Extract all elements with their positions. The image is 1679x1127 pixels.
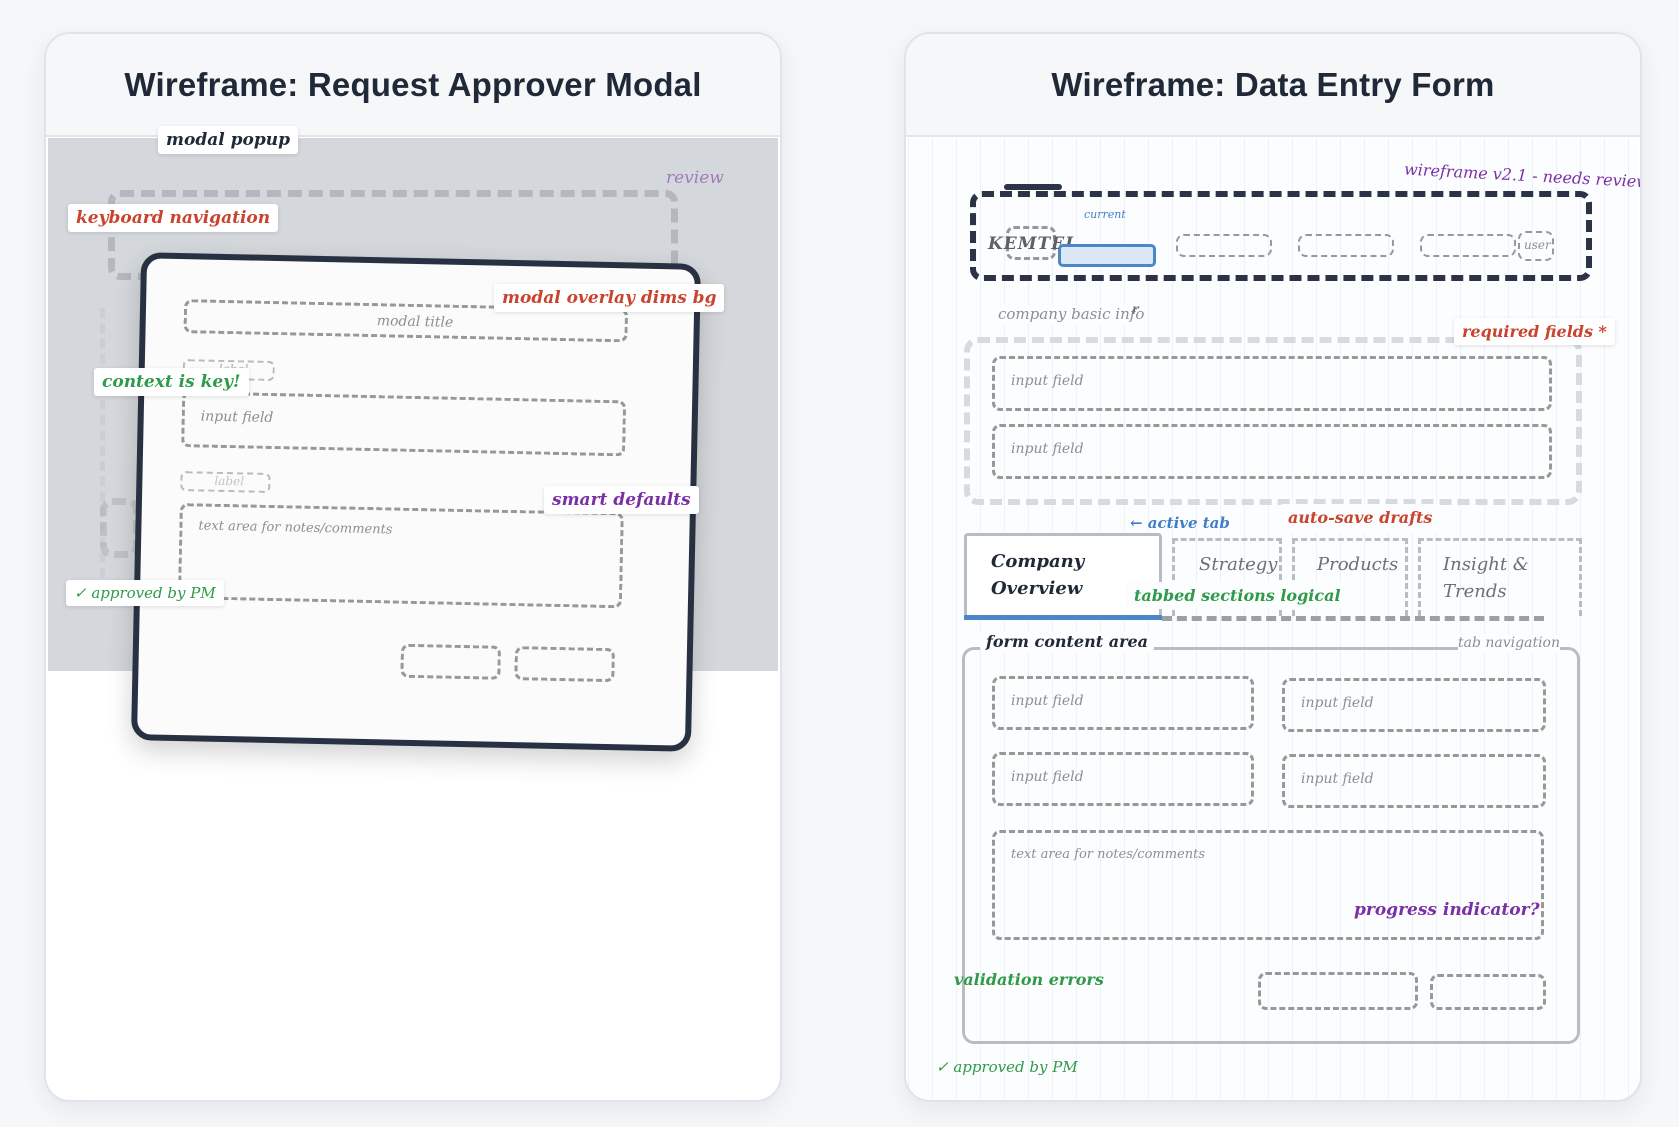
nav-item-4[interactable]: [1420, 234, 1516, 257]
basic-info-legend-suffix: r: [1132, 302, 1139, 318]
tabbed-sections-note: tabbed sections logical: [1126, 582, 1349, 609]
approved-stamp: ✓ approved by PM: [66, 580, 224, 606]
current-label: current: [1084, 208, 1126, 221]
nav-corner-mark: [1004, 184, 1062, 190]
user-label: user: [1524, 238, 1551, 252]
card-header: Wireframe: Request Approver Modal: [46, 34, 780, 137]
input-field-hint: input field: [1301, 771, 1374, 787]
input-field-hint: input field: [1011, 769, 1084, 785]
keyboard-navigation-note: keyboard navigation: [68, 204, 279, 232]
modal-overlay-note: modal overlay dims bg: [494, 284, 725, 312]
form-primary-button[interactable]: [1430, 974, 1546, 1010]
card-title: Wireframe: Data Entry Form: [1051, 65, 1495, 103]
textarea-hint: text area for notes/comments: [198, 518, 393, 538]
context-is-key-note: context is key!: [94, 368, 249, 396]
card-title: Wireframe: Request Approver Modal: [124, 65, 702, 103]
active-tab-indicator: [964, 615, 1162, 620]
modal-primary-button[interactable]: [514, 646, 615, 683]
validation-errors-note: validation errors: [954, 970, 1104, 989]
input-field-hint: input field: [200, 408, 274, 426]
modal-secondary-button[interactable]: [400, 643, 502, 680]
tab-label: Company Overview: [991, 551, 1085, 599]
nav-item-2[interactable]: [1176, 234, 1272, 257]
basic-info-input-1[interactable]: input field: [992, 356, 1552, 411]
input-field-hint: input field: [1011, 373, 1084, 389]
form-input-2[interactable]: input field: [1282, 678, 1546, 732]
tab-label: Products: [1317, 554, 1399, 575]
progress-indicator-note: progress indicator?: [1354, 900, 1540, 920]
input-field-hint: input field: [1011, 441, 1084, 457]
textarea-hint: text area for notes/comments: [1011, 847, 1206, 862]
form-textarea[interactable]: text area for notes/comments: [992, 830, 1544, 940]
form-content-legend: form content area: [980, 632, 1155, 651]
modal-title-hint: modal title: [376, 313, 454, 331]
input-field-hint: input field: [1301, 695, 1374, 711]
form-input-1[interactable]: input field: [992, 676, 1254, 730]
basic-info-section: [964, 337, 1582, 505]
basic-info-legend: company basic info: [994, 305, 1149, 323]
label-placeholder-2: label: [180, 471, 271, 493]
logo-text: KEMTEL: [988, 234, 1079, 254]
active-tab-note: ← active tab: [1130, 514, 1230, 532]
nav-item-current[interactable]: [1058, 244, 1156, 267]
input-field-hint: input field: [1011, 693, 1084, 709]
form-input-3[interactable]: input field: [992, 752, 1254, 806]
tab-strategy[interactable]: Strategy: [1172, 538, 1282, 616]
required-fields-note: required fields *: [1454, 318, 1615, 345]
form-content-area: [962, 647, 1580, 1044]
review-note: review: [666, 168, 724, 188]
tab-label: Strategy: [1199, 554, 1278, 575]
basic-info-input-2[interactable]: input field: [992, 424, 1552, 479]
tab-strip-line: [1162, 616, 1544, 621]
modal-wireframe-card: Wireframe: Request Approver Modal review…: [44, 32, 782, 1102]
data-entry-wireframe-card: Wireframe: Data Entry Form wireframe v2.…: [904, 32, 1642, 1102]
tab-label: Insight & Trends: [1443, 554, 1529, 602]
tab-navigation-hint: tab navigation: [1458, 635, 1560, 651]
modal-input-field[interactable]: input field: [181, 391, 627, 457]
form-secondary-button[interactable]: [1258, 972, 1418, 1010]
form-input-4[interactable]: input field: [1282, 754, 1546, 808]
label-hint-2: label: [214, 473, 245, 489]
modal-textarea[interactable]: text area for notes/comments: [177, 503, 624, 609]
user-menu[interactable]: user: [1518, 231, 1554, 261]
nav-item-3[interactable]: [1298, 234, 1394, 257]
approved-stamp: ✓ approved by PM: [936, 1058, 1078, 1076]
card-header: Wireframe: Data Entry Form: [906, 34, 1640, 137]
logo-placeholder: [1006, 226, 1056, 260]
background-content-ghost: [100, 308, 105, 578]
auto-save-note: auto-save drafts: [1280, 504, 1441, 531]
modal-popup-note: modal popup: [158, 126, 298, 154]
tab-insight-trends[interactable]: Insight & Trends: [1418, 538, 1582, 616]
tab-products[interactable]: Products: [1292, 538, 1408, 616]
top-navigation: [970, 191, 1592, 281]
smart-defaults-note: smart defaults: [544, 486, 699, 514]
